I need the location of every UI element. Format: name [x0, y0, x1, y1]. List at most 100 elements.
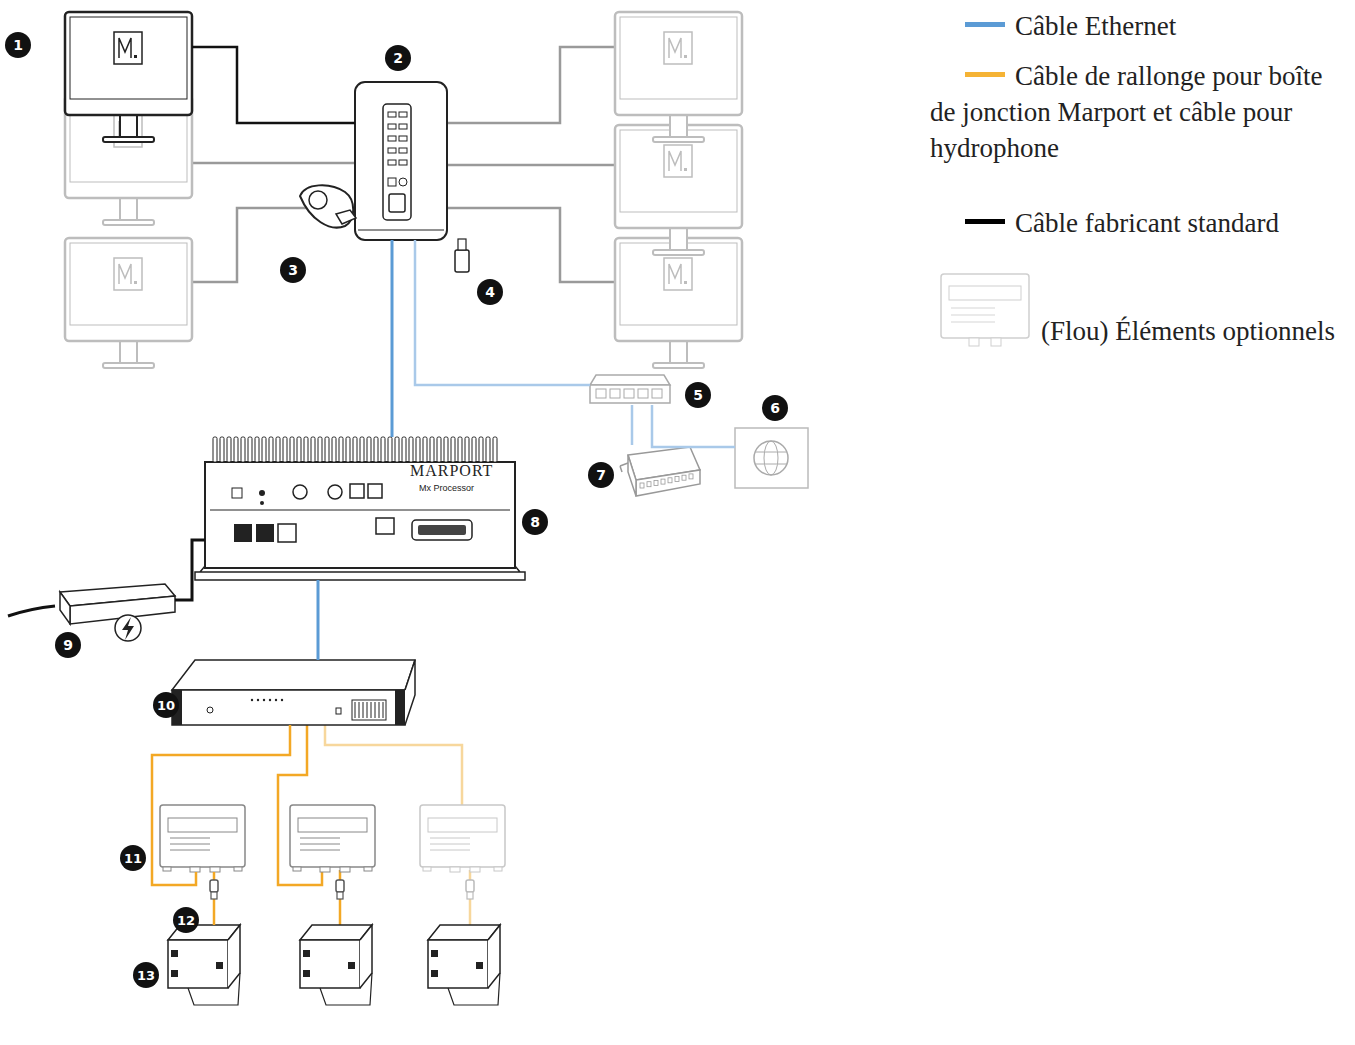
hydrophone-mount: [320, 973, 372, 1005]
switch-port: [596, 389, 606, 398]
monitor-neck: [120, 115, 137, 137]
callout-number: 10: [153, 692, 179, 718]
network-switch: [590, 375, 670, 403]
junction-label-plate: [168, 818, 237, 832]
callout-number: 8: [522, 509, 548, 535]
optional-ethernet-wire: [192, 162, 355, 165]
mx-processor: [195, 437, 525, 580]
cooling-fin: [220, 437, 224, 462]
cooling-fin: [402, 437, 406, 462]
dsub-port: [412, 520, 472, 540]
router-led: [388, 160, 396, 165]
monitor-base: [103, 363, 154, 368]
cable: [317, 580, 320, 660]
connector-nut: [211, 892, 217, 899]
monitor-screen: [615, 12, 742, 115]
cooling-fin: [423, 437, 427, 462]
hydrophone-bolt: [303, 950, 310, 957]
hydrophone-mount: [188, 973, 240, 1005]
callout-number: 6: [762, 395, 788, 421]
junction-box: [290, 805, 375, 872]
legend-text: Câble Ethernet: [1015, 11, 1176, 41]
power-switch: [232, 488, 242, 498]
monitor-neck: [670, 115, 687, 137]
junction-foot: [423, 867, 431, 871]
cooling-fin: [388, 437, 392, 462]
connector-nut: [467, 892, 473, 899]
cable: [631, 405, 634, 445]
cable: [415, 240, 590, 385]
vent-slot: [379, 702, 380, 718]
monitor: [615, 12, 742, 142]
legend-swatch: [965, 219, 1005, 224]
junction-gland: [470, 867, 480, 872]
logo-frame: [664, 32, 692, 64]
callout-number: 7: [588, 462, 614, 488]
callout-number: 5: [685, 382, 711, 408]
cooling-fin: [255, 437, 259, 462]
device-node: 13: [168, 925, 240, 1005]
monitor: [615, 125, 742, 255]
legend-entry: Câble fabricant standard: [930, 205, 1345, 241]
switch-port: [638, 389, 648, 398]
router-led: [399, 112, 407, 117]
cooling-fin: [262, 437, 266, 462]
logo-mark: [669, 38, 681, 58]
monitor-screen: [65, 12, 192, 115]
led: [259, 490, 265, 496]
switch-top: [590, 375, 670, 385]
logo-frame: [114, 258, 142, 290]
hydrophone-bolt: [171, 950, 178, 957]
io-box-side: [636, 470, 700, 496]
cooling-fin: [276, 437, 280, 462]
hydrophone: [168, 925, 240, 1005]
port: [350, 484, 364, 498]
monitor-base: [653, 363, 704, 368]
hydrophone-bolt: [476, 962, 483, 969]
rack-unit: [172, 660, 415, 725]
globe-meridian: [764, 441, 778, 475]
io-box: [620, 447, 700, 496]
device-node: 2: [355, 82, 447, 240]
device-label: MARPORT: [410, 462, 493, 480]
router-button: [388, 178, 396, 186]
sample-text-line: [951, 315, 995, 316]
coax-port: [328, 485, 342, 499]
io-terminal: [654, 480, 658, 485]
cable: [391, 240, 394, 437]
junction-foot: [293, 867, 301, 871]
rack-front: [172, 690, 405, 725]
legend-swatch: [965, 72, 1005, 77]
cable-connector: [466, 880, 474, 899]
cooling-fin: [465, 437, 469, 462]
monitor-bezel: [620, 130, 737, 212]
usb-port: [256, 524, 274, 542]
legend-entry: Câble de rallonge pour boîte de jonction…: [930, 58, 1345, 166]
connector-body: [210, 880, 218, 892]
device-node: 11: [160, 805, 245, 872]
logo-mark: [119, 38, 131, 58]
switch-port: [652, 389, 662, 398]
coax-port: [293, 485, 307, 499]
rack-vent: [352, 700, 386, 720]
mains-cable: [8, 606, 55, 616]
usb-key: [455, 239, 469, 272]
junction-box: [160, 805, 245, 872]
router-led: [388, 136, 396, 141]
vent-slot: [375, 702, 376, 718]
hydrophone-front: [168, 940, 228, 988]
cooling-fin: [234, 437, 238, 462]
junction-foot: [234, 867, 242, 871]
junction-text-line: [430, 844, 470, 845]
io-terminal: [682, 475, 686, 480]
rack-side: [405, 660, 415, 725]
junction-text-line: [430, 850, 470, 851]
vent-slot: [355, 702, 356, 718]
monitor: [65, 12, 192, 142]
monitor: [615, 238, 742, 368]
junction-text-line: [300, 844, 340, 845]
callout-number: 2: [385, 45, 411, 71]
cable-connector: [210, 880, 218, 899]
legend-entry: (Flou) Éléments optionnels: [930, 268, 1345, 352]
